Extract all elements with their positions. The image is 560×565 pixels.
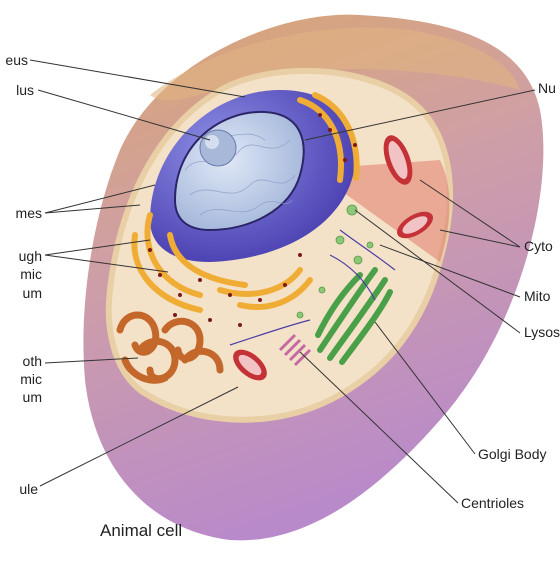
label-nuclear-envelope: Nu [538, 80, 556, 96]
label-centrioles: Centrioles [461, 495, 525, 511]
golgi-body [315, 267, 393, 365]
microtubules [229, 229, 396, 346]
cell-top-surface [150, 27, 520, 101]
label-mitochondria: Mito [524, 288, 551, 304]
label-golgi-body: Golgi Body [478, 446, 547, 462]
mitochondria [233, 135, 434, 381]
label-nucleus: eus [5, 52, 28, 68]
leader-lines [29, 59, 536, 504]
label-rough-er-line2: mic [20, 266, 42, 282]
label-smooth-er-line2: mic [20, 371, 42, 387]
ribosomes [148, 113, 357, 327]
label-rough-er-line3: um [22, 285, 42, 301]
centrioles [278, 333, 312, 367]
label-nucleolus: lus [16, 82, 34, 98]
label-cytoplasm: Cyto [524, 238, 553, 254]
label-lysosomes: Lysos [524, 324, 560, 340]
lysosomes [296, 204, 374, 319]
label-rough-er-line1: ugh [18, 248, 42, 264]
diagram-caption: Animal cell [100, 521, 183, 540]
label-ribosomes: mes [15, 205, 42, 221]
label-smooth-er-line1: oth [22, 353, 42, 369]
label-smooth-er-line3: um [22, 389, 42, 405]
nucleolus [199, 129, 237, 167]
rough-er [131, 92, 360, 313]
smooth-er [116, 311, 224, 384]
label-microtubule: ule [19, 481, 38, 497]
